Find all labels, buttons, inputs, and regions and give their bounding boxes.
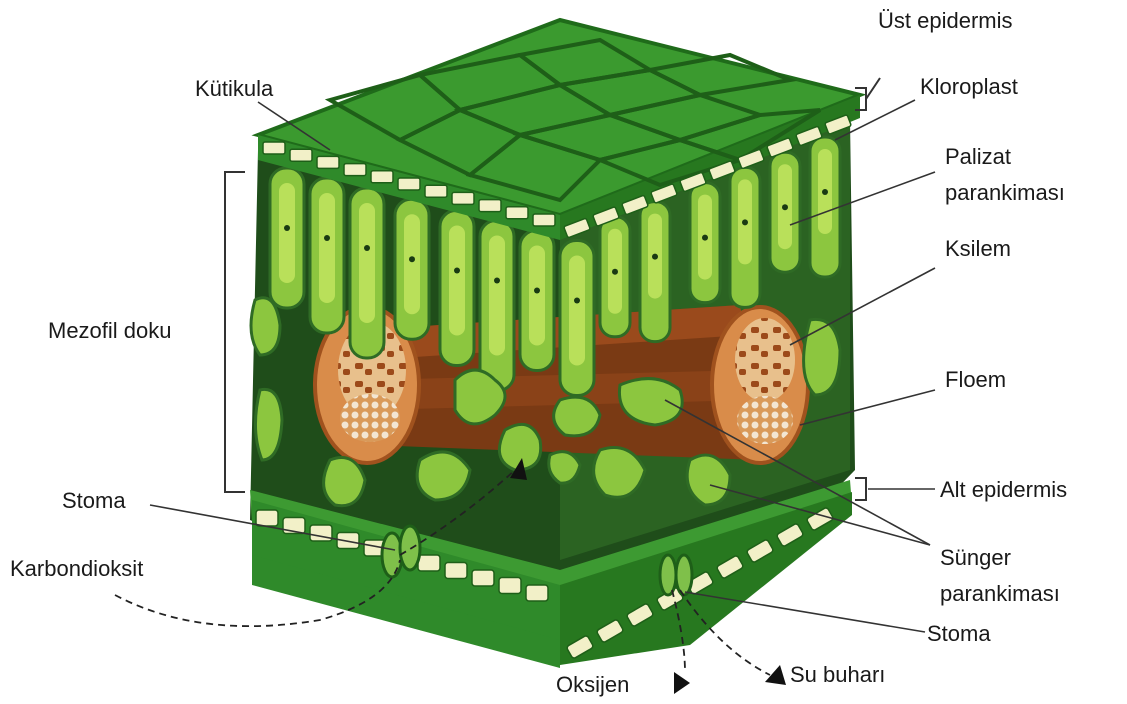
epidermis-cell <box>499 578 521 594</box>
epidermis-cell <box>472 570 494 586</box>
epidermis-cell <box>526 585 548 601</box>
palisade-cell-core <box>569 256 585 366</box>
chloroplast <box>324 235 330 241</box>
epidermis-cell <box>344 164 366 176</box>
chloroplast <box>574 298 580 304</box>
epidermis-cell <box>479 200 501 212</box>
label-ksilem: Ksilem <box>945 236 1011 262</box>
palisade-cell-core <box>359 203 375 323</box>
label-floem: Floem <box>945 367 1006 393</box>
palisade-cell-core <box>279 183 295 283</box>
chloroplast <box>494 278 500 284</box>
chloroplast <box>782 204 788 210</box>
label-stoma-left: Stoma <box>62 488 126 514</box>
label-ust-epidermis: Üst epidermis <box>878 8 1012 34</box>
alt-epidermis-bracket <box>855 478 866 500</box>
palisade-cell-core <box>529 246 545 346</box>
label-sunger-line2: parankiması <box>940 581 1060 607</box>
label-mezofil-doku: Mezofil doku <box>48 318 172 344</box>
epidermis-cell <box>445 563 467 579</box>
epidermis-cell <box>425 185 447 197</box>
chloroplast <box>742 219 748 225</box>
label-alt-epidermis: Alt epidermis <box>940 477 1067 503</box>
epidermis-cell <box>263 142 285 154</box>
right-vascular-bundle <box>712 307 808 463</box>
chloroplast <box>702 235 708 241</box>
label-sunger-line1: Sünger <box>940 545 1011 571</box>
chloroplast <box>652 254 658 260</box>
epidermis-cell <box>506 207 528 219</box>
chloroplast <box>454 268 460 274</box>
epidermis-cell <box>418 555 440 571</box>
epidermis-cell <box>290 149 312 161</box>
palisade-cell-core <box>489 236 505 356</box>
mezofil-bracket <box>225 172 245 492</box>
palisade-cell-core <box>449 226 465 336</box>
label-kutikula: Kütikula <box>195 76 273 102</box>
chloroplast <box>364 245 370 251</box>
epidermis-cell <box>256 510 278 526</box>
label-su-buhari: Su buharı <box>790 662 885 688</box>
label-kloroplast: Kloroplast <box>920 74 1018 100</box>
epidermis-cell <box>398 178 420 190</box>
label-oksijen: Oksijen <box>556 672 629 698</box>
stoma-left-shape <box>382 526 420 577</box>
epidermis-cell <box>371 171 393 183</box>
chloroplast <box>409 256 415 262</box>
chloroplast <box>822 189 828 195</box>
chloroplast <box>284 225 290 231</box>
palisade-cell-core <box>404 214 420 314</box>
epidermis-cell <box>317 156 339 168</box>
epidermis-cell <box>533 214 555 226</box>
label-palizat-line1: Palizat <box>945 144 1011 170</box>
oxygen-arrowhead <box>674 672 690 694</box>
chloroplast <box>612 269 618 275</box>
label-karbondioksit: Karbondioksit <box>10 556 143 582</box>
chloroplast <box>534 288 540 294</box>
palisade-cell-core <box>319 193 335 303</box>
label-palizat-line2: parankiması <box>945 180 1065 206</box>
epidermis-cell <box>452 192 474 204</box>
label-stoma-right: Stoma <box>927 621 991 647</box>
